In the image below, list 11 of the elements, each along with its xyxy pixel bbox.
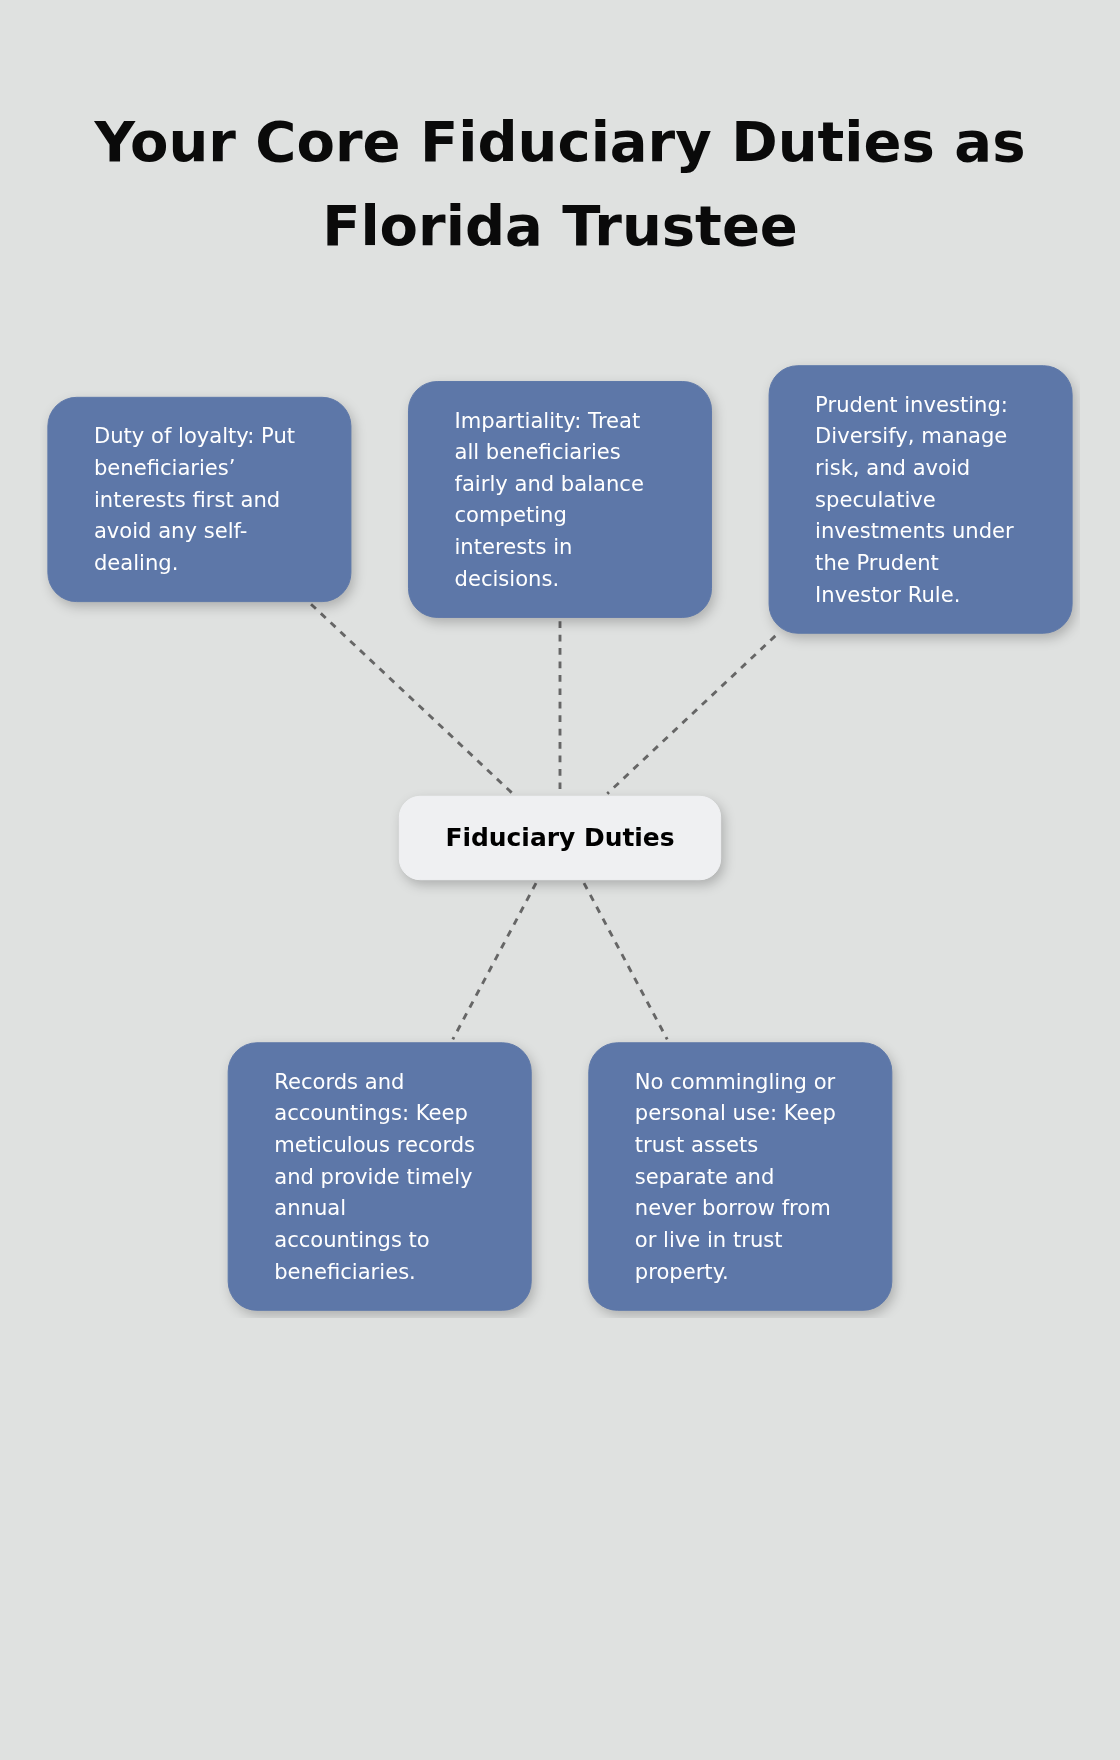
duty-box: Impartiality: Treat all beneficiaries fairly and balance competing interests in decisions. xyxy=(408,381,712,618)
dotted-line xyxy=(310,603,514,795)
duty-box: Duty of loyalty: Put beneficiaries’ interests first and avoid any self-dealing. xyxy=(47,396,352,603)
duty-box: Prudent investing: Diversify, manage risk, and avoid speculative investments under the Prudent Investor Rule. xyxy=(768,365,1073,634)
title: Your Core Fiduciary Duties as Florida Trustee xyxy=(93,108,1027,260)
hub-box: Fiduciary Duties xyxy=(398,795,722,881)
dotted-line xyxy=(582,882,669,1041)
duty-box: No commingling or personal use: Keep trust assets separate and never borrow from or live in trust property. xyxy=(588,1042,893,1311)
dotted-line xyxy=(451,882,538,1041)
dotted-line xyxy=(606,634,777,795)
duty-box: Records and accountings: Keep meticulous records and provide timely annual accountings to beneficiaries. xyxy=(227,1042,532,1311)
